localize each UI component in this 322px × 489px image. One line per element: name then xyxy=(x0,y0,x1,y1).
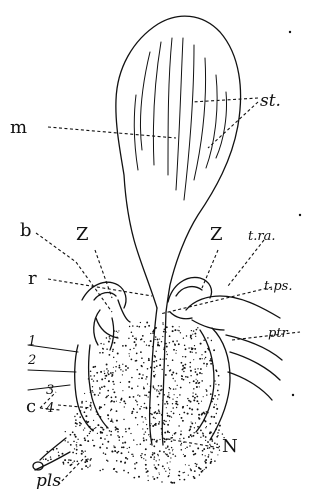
label-st: st. xyxy=(260,91,281,111)
striations xyxy=(134,38,226,200)
label-m: m xyxy=(10,117,27,138)
muscle-body-outline xyxy=(116,16,241,312)
stipple-dots xyxy=(43,322,225,484)
label-n: N xyxy=(222,436,238,457)
right-processes xyxy=(168,277,282,440)
label-c: c xyxy=(26,396,36,417)
label-tra: t.ra. xyxy=(248,229,275,244)
label-ptr: ptr xyxy=(268,326,289,341)
label-r: r xyxy=(28,268,37,289)
left-processes xyxy=(33,282,130,470)
label-2: 2 xyxy=(27,353,36,368)
label-z-left: Z xyxy=(76,224,89,245)
label-pls: pls xyxy=(36,471,61,489)
label-1: 1 xyxy=(28,334,36,349)
basal-mass-outline xyxy=(40,321,225,484)
label-b: b xyxy=(20,220,32,241)
label-z-right: Z xyxy=(210,224,223,245)
label-4: 4 xyxy=(45,401,54,416)
label-3: 3 xyxy=(46,383,54,398)
label-tps: t.ps. xyxy=(264,279,292,294)
